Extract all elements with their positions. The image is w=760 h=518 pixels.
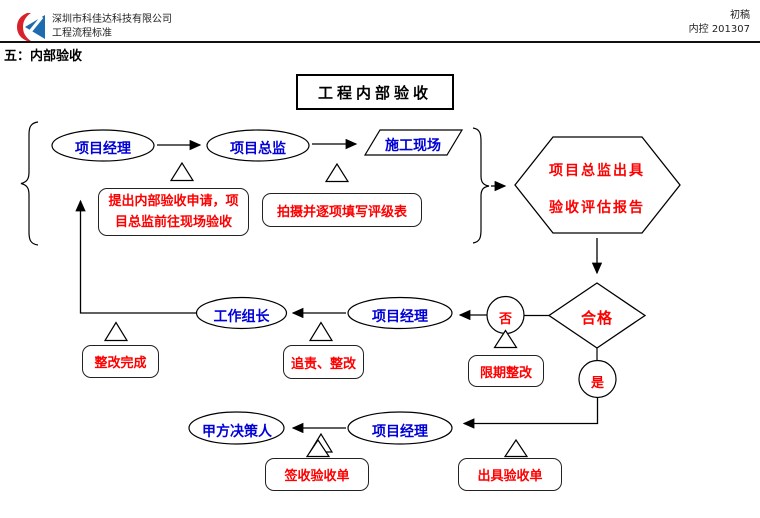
report-hexagon-line2: 验收评估报告 [549, 200, 645, 216]
link-triangle-issue [503, 438, 529, 458]
flow-title-box: 工程内部验收 [296, 74, 454, 110]
link-triangle-row2 [308, 321, 334, 342]
link-triangle-rectify [103, 321, 129, 342]
no-label: 否 [498, 312, 512, 327]
yes-label: 是 [590, 376, 604, 391]
link-triangle-2 [324, 162, 350, 183]
client-ellipse [188, 411, 285, 445]
callout-apply-line2: 目总监前往现场验收 [114, 215, 232, 230]
doc-control-number: 内控 201307 [688, 24, 750, 35]
action-deadline-rectify: 限期整改 [468, 355, 544, 387]
report-hexagon [514, 136, 681, 234]
leader-label: 工作组长 [213, 309, 270, 325]
right-brace [472, 127, 490, 244]
doc-status-draft: 初稿 [730, 10, 750, 21]
site-label: 施工现场 [385, 138, 441, 154]
report-hexagon-line1: 项目总监出具 [549, 163, 645, 179]
left-brace [20, 121, 39, 246]
action-issue-receipt: 出具验收单 [458, 458, 562, 491]
link-triangle-no [493, 329, 518, 349]
action-sign-receipt: 签收验收单 [265, 458, 369, 491]
action-rectify-done: 整改完成 [82, 345, 159, 378]
header-rule [0, 41, 760, 43]
site-parallelogram [363, 129, 464, 156]
director-ellipse [206, 129, 310, 162]
pm2-ellipse [347, 296, 453, 330]
callout-apply-line1: 提出内部验收申请，项 [108, 194, 239, 209]
qualified-label: 合格 [580, 309, 613, 327]
callout-apply: 提出内部验收申请，项 目总监前往现场验收 [98, 188, 249, 236]
callout-photo: 拍摄并逐项填写评级表 [262, 193, 422, 227]
action-accountability: 追责、整改 [283, 345, 364, 379]
director-label: 项目总监 [230, 141, 286, 157]
section-heading: 五：内部验收 [4, 49, 83, 64]
client-label: 甲方决策人 [202, 424, 272, 440]
company-logo [17, 13, 45, 41]
arrow-leader-loop-up [75, 199, 197, 314]
pm1-ellipse [51, 129, 155, 162]
company-subtitle: 工程流程标准 [52, 28, 112, 39]
arrow-yes-pm3 [462, 397, 599, 429]
company-name: 深圳市科佳达科技有限公司 [52, 14, 172, 25]
pm2-label: 项目经理 [372, 309, 428, 325]
pm3-ellipse [347, 411, 453, 445]
pm3-label: 项目经理 [372, 424, 428, 440]
link-triangle-1 [169, 161, 195, 182]
pm1-label: 项目经理 [75, 141, 131, 157]
link-triangle-sign [305, 438, 331, 458]
